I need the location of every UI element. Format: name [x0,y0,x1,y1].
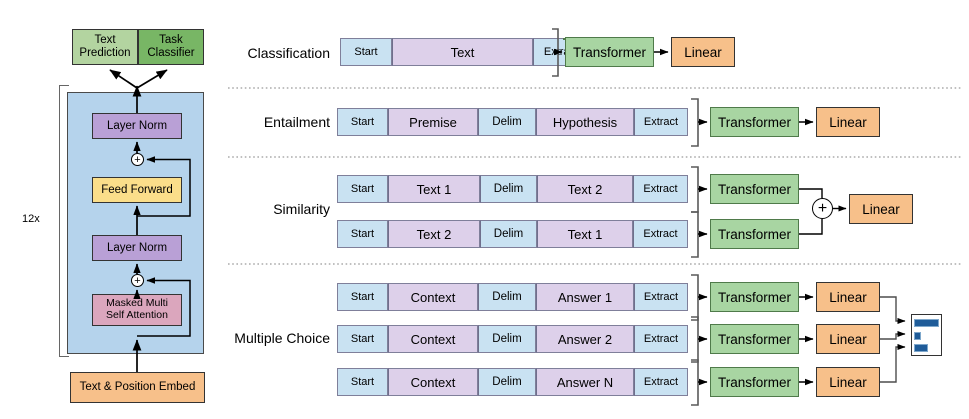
token-extract: Extract [634,368,688,396]
token-extract: Extract [633,175,688,203]
token-answer-2: Answer 2 [536,325,634,353]
token-extract: Extract [634,325,688,353]
task-label-classification: Classification [247,45,330,61]
token-hypothesis: Hypothesis [536,108,634,136]
repeat-bracket [59,85,69,357]
linear-box-entailment: Linear [816,107,880,137]
feed-forward-box: Feed Forward [92,177,182,203]
layer-norm-top-box: Layer Norm [92,113,182,139]
token-delim: Delim [478,325,536,353]
transformer-box-classification: Transformer [565,37,654,67]
token-extract: Extract [634,283,688,311]
token-text-1: Text 1 [388,175,480,203]
token-delim: Delim [478,283,536,311]
token-text-2: Text 2 [388,220,480,248]
task-label-similarity: Similarity [273,201,330,217]
token-delim: Delim [478,108,536,136]
token-start: Start [337,175,388,203]
token-start: Start [337,220,388,248]
token-premise: Premise [388,108,478,136]
token-start: Start [340,38,392,66]
linear-box-similarity: Linear [849,194,913,224]
token-extract: Extract [634,108,688,136]
residual-add-bottom: + [131,274,144,287]
token-answer-n: Answer N [536,368,634,396]
token-start: Start [337,283,388,311]
token-delim: Delim [480,175,537,203]
transformer-box-mc-1: Transformer [710,282,799,312]
linear-box-mc-3: Linear [816,367,880,397]
linear-box-classification: Linear [671,37,735,67]
residual-add-top: + [131,153,144,166]
token-text-1: Text 1 [537,220,633,248]
token-start: Start [337,108,388,136]
token-context: Context [388,325,478,353]
bar-1 [914,319,939,327]
token-extract: Extract [633,220,688,248]
linear-box-mc-1: Linear [816,282,880,312]
transformer-box-similarity-a: Transformer [710,174,799,204]
text-prediction-box: Text Prediction [72,29,138,65]
token-context: Context [388,368,478,396]
token-context: Context [388,283,478,311]
similarity-add-circle: + [812,198,833,219]
text-position-embed-box: Text & Position Embed [70,372,205,403]
task-label-entailment: Entailment [263,114,330,130]
token-start: Start [337,368,388,396]
token-text: Text [392,38,533,66]
token-answer-1: Answer 1 [536,283,634,311]
token-delim: Delim [478,368,536,396]
softmax-bar-chart [911,314,942,356]
layer-norm-bottom-box: Layer Norm [92,235,182,261]
transformer-box-similarity-b: Transformer [710,219,799,249]
token-delim: Delim [480,220,537,248]
token-text-2: Text 2 [537,175,633,203]
task-label-multiple-choice: Multiple Choice [234,330,330,346]
linear-box-mc-2: Linear [816,324,880,354]
transformer-box-entailment: Transformer [710,107,799,137]
transformer-box-mc-2: Transformer [710,324,799,354]
task-classifier-box: Task Classifier [138,29,204,65]
token-start: Start [337,325,388,353]
masked-multi-self-attention-box: Masked Multi Self Attention [92,294,182,326]
repeat-count-label: 12x [22,213,40,225]
transformer-box [563,38,565,40]
bar-2 [914,332,921,340]
transformer-box-mc-3: Transformer [710,367,799,397]
bar-3 [914,344,928,352]
